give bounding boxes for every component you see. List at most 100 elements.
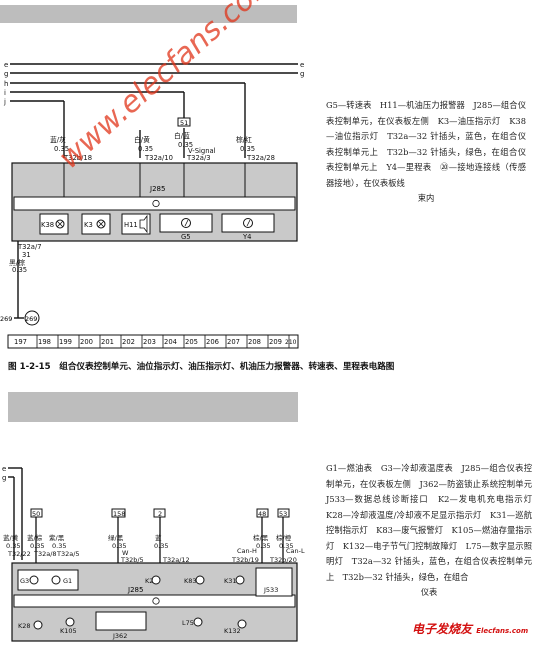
wire-1-pin: T32b/18 (63, 154, 92, 162)
comp-j362-label: J362 (112, 632, 127, 640)
fig1-components (39, 213, 275, 235)
wire-3-signal: V-Signal (188, 147, 216, 155)
wire-4-size: 0.35 (240, 145, 255, 153)
comp-k83-label: K83 (184, 577, 197, 585)
fig2-wire-6-color: 棕/黑 (253, 533, 269, 542)
ref-box-158: 158 (113, 510, 125, 518)
comp-l75-label: L75 (182, 619, 194, 627)
ref-box-50: 50 (32, 510, 40, 518)
grid-cell-203: 203 (143, 338, 156, 346)
legend-figure1-tail: 束内 (417, 193, 435, 203)
ref-box-2: 2 (158, 510, 162, 518)
wire-2-pin: T32a/10 (144, 154, 173, 162)
comp-k31-label: K31 (224, 577, 237, 585)
j285-bus-fig1 (13, 196, 296, 211)
ref-box-53: 53 (279, 510, 287, 518)
bus-label-g-right: g (300, 70, 304, 78)
fig2-wire-6-signal: Can-H (237, 547, 257, 555)
comp-g1-label: G1 (63, 577, 72, 585)
comp-y4-label: Y4 (242, 233, 251, 241)
bus-label-e-left: e (4, 61, 8, 69)
fig2-wire-4-color: 绿/黑 (108, 533, 124, 542)
fig2-wire-7-signal: Can-L (286, 547, 305, 555)
ref-box-48: 48 (258, 510, 266, 518)
fig2-wire-6-size: 0.35 (256, 542, 270, 550)
wire-2-color: 白/黄 (134, 135, 150, 144)
grid-cell-209: 209 (269, 338, 282, 346)
bus-label-g-left: g (4, 70, 8, 78)
fig2-wire-6-pin: T32b/19 (231, 556, 259, 564)
comp-k132-label: K132 (224, 627, 241, 635)
fig2-bus-g: g (2, 474, 6, 482)
wire-3-pin: T32a/3 (186, 154, 211, 162)
comp-k38-label: K38 (41, 221, 54, 229)
fig2-wire-7-color: 棕/橙 (276, 533, 292, 542)
watermark-text: 电子发烧友 (412, 622, 473, 636)
grid-cell-202: 202 (122, 338, 135, 346)
figure2-header-band (8, 392, 298, 422)
figure-caption: 图 1-2-15 组合仪表控制单元、油位指示灯、油压指示灯、机油压力报警器、转速… (8, 362, 395, 372)
grid-cell-197: 197 (14, 338, 27, 346)
legend-figure2-text: G1—燃油表 G3—冷却液温度表 J285—组合仪表控制单元，在仪表板左侧 J3… (326, 463, 535, 582)
grid-cell-204: 204 (164, 338, 177, 346)
fig2-wire-4-size: 0.35 (112, 542, 126, 550)
fig2-wire-5-color: 蓝 (155, 533, 162, 542)
legend-figure1-text: G5—转速表 H11—机油压力报警器 J285—组合仪表控制单元，在仪表板左侧 … (326, 100, 526, 188)
figure1-header-band (0, 5, 297, 23)
j285-bus-fig2 (13, 594, 296, 608)
grid-cell-210: 210 (285, 339, 297, 346)
fig2-wire-1-pin: T32/22 (7, 550, 31, 558)
comp-j533-label: J533 (263, 586, 278, 594)
comp-h11-label: H11 (124, 221, 138, 229)
fig2-bus-e: e (2, 465, 6, 473)
fig2-wire-7-size: 0.35 (279, 542, 293, 550)
comp-g5-label: G5 (181, 233, 191, 241)
figure2-bus-lines (8, 467, 23, 560)
figure1-wire-drops (63, 83, 246, 158)
grid-fig1 (7, 334, 299, 349)
fig2-wire-4-signal: W (122, 549, 129, 557)
fig2-wire-5-size: 0.35 (154, 542, 168, 550)
fig2-wire-1-color: 蓝/黄 (3, 533, 19, 542)
fig2-wire-3-size: 0.35 (52, 542, 66, 550)
figure1-bus-lines (10, 63, 298, 102)
watermark-url: Elecfans.com (476, 627, 529, 635)
fig2-wire-2-pin: T32a/8 (33, 550, 57, 558)
h11-buzzer-icon (139, 214, 148, 234)
j285-label-fig2: J285 (127, 586, 143, 594)
j285-label-fig1: J285 (149, 185, 165, 193)
comp-k105-label: K105 (60, 627, 77, 635)
site-watermark-logo: 电子发烧友 Elecfans.com (412, 620, 528, 637)
comp-k3-label: K3 (84, 221, 93, 229)
fig2-wire-7-pin: T32b/20 (269, 556, 297, 564)
fig2-wire-2-color: 蓝/棕 (27, 533, 43, 542)
grid-cell-207: 207 (227, 338, 240, 346)
bus-label-i-left: i (4, 89, 6, 97)
bus-label-h-left: h (4, 80, 8, 88)
grid-cell-206: 206 (206, 338, 219, 346)
wire-1-size: 0.35 (54, 145, 69, 153)
comp-k2-label: K2 (145, 577, 153, 585)
fig2-wire-2-size: 0.35 (30, 542, 44, 550)
grid-cell-208: 208 (248, 338, 261, 346)
grid-cell-198: 198 (38, 338, 51, 346)
comp-k28-label: K28 (18, 622, 31, 630)
grid-cell-201: 201 (101, 338, 114, 346)
ground-wire-size: 0.35 (12, 266, 27, 274)
ground-point-269-left: 269 (0, 315, 12, 323)
wire-2-size: 0.35 (138, 145, 153, 153)
wire-1-color: 蓝/灰 (50, 135, 66, 144)
j285-clock-icon-fig1 (152, 199, 160, 208)
ground-num-label: 31 (22, 251, 31, 259)
legend-figure2: G1—燃油表 G3—冷却液温度表 J285—组合仪表控制单元，在仪表板左侧 J3… (326, 461, 535, 601)
j285-clock-icon-fig2 (152, 597, 160, 605)
ground-pin-label: T32a/7 (17, 243, 42, 251)
comp-g3-label: G3 (20, 577, 29, 585)
fig2-wire-5-pin: T32a/12 (162, 556, 190, 564)
fig2-components (17, 567, 293, 631)
grid-cell-199: 199 (59, 338, 72, 346)
fig2-wire-4-pin: T32b/5 (120, 556, 144, 564)
wire-3-color: 白/蓝 (174, 131, 190, 140)
fig2-wire-3-color: 紫/黑 (49, 534, 65, 542)
